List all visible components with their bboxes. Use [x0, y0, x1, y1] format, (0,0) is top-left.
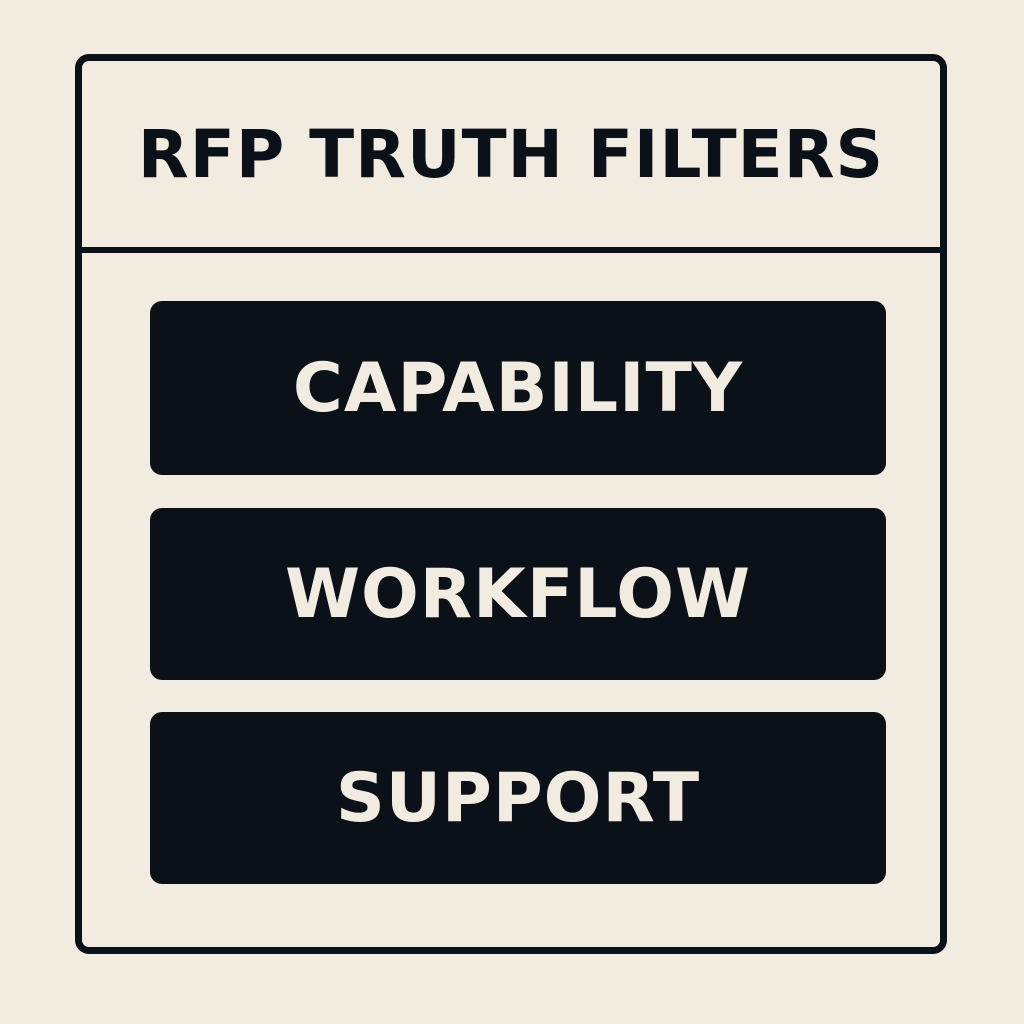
panel-title: RFP TRUTH FILTERS [137, 115, 885, 193]
filter-button-capability[interactable]: CAPABILITY [150, 301, 886, 475]
panel-header: RFP TRUTH FILTERS [82, 61, 940, 253]
filters-panel: RFP TRUTH FILTERS CAPABILITY WORKFLOW SU… [75, 54, 947, 954]
filter-button-workflow[interactable]: WORKFLOW [150, 508, 886, 680]
filter-button-support[interactable]: SUPPORT [150, 712, 886, 884]
